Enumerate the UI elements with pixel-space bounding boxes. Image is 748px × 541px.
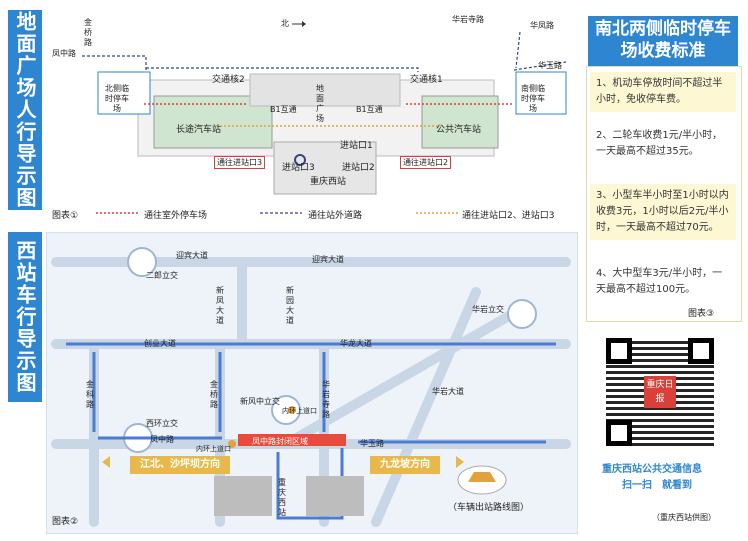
- jinqiao-road-2-label: 金桥路: [210, 380, 218, 409]
- fee-item-4: 4、大中型车3元/半小时，一天最高不超过100元。: [596, 268, 723, 295]
- legend-entrances: 通往进站口2、进站口3: [462, 211, 555, 221]
- qr-finder-bl: [606, 420, 632, 446]
- inner-ramp-2-label: 内环上道口: [196, 445, 231, 453]
- huayu-road-label: 华玉路: [538, 61, 562, 70]
- qr-line2: 扫一扫 就看到: [622, 480, 692, 491]
- huayansi-road-label: 华岩寺路: [322, 380, 330, 419]
- b1-south-label: B1互通: [356, 105, 383, 114]
- entrance2-label: 进站口2: [342, 163, 375, 173]
- yingbin-east-label: 迎宾大道: [312, 255, 344, 264]
- fee-item-3: 3、小型车半小时至1小时以内收费3元，1小时以后2元/半小时，一天最高不超过70…: [590, 184, 736, 240]
- huayu-road-2-label: 华玉路: [360, 439, 384, 448]
- chongqing-west-label: 重庆西站: [278, 478, 286, 517]
- hub1-label: 交通核1: [410, 75, 443, 85]
- plaza-map: [82, 21, 567, 214]
- xinfeng-avenue-label: 新凤大道: [216, 286, 224, 325]
- inner-ramp-1-label: 内环上道口: [282, 407, 317, 415]
- fee-item-2: 2、二轮车收费1元/半小时，一天最高不超过35元。: [596, 130, 723, 157]
- fee-tag: 图表③: [688, 309, 715, 319]
- fee-item-1: 1、机动车停放时间不超过半小时，免收停车费。: [590, 72, 736, 112]
- huafeng-road-label: 华凤路: [530, 21, 554, 30]
- long-bus-station-label: 长途汽车站: [176, 125, 222, 135]
- legend-tag-2: 图表②: [52, 517, 79, 527]
- section2-title: 西站车行导示图: [8, 232, 42, 402]
- entrance3-tag: 通往进站口3: [214, 156, 266, 169]
- legend-outside-road: 通往站外道路: [308, 211, 363, 221]
- qr-brand-logo: 重庆日报: [644, 376, 676, 408]
- north-parking-label: 北侧临时停车场: [105, 84, 129, 113]
- entrance1-label: 进站口1: [340, 141, 373, 151]
- jinqiao-road-label: 金桥路: [84, 18, 92, 47]
- huayan-interchange-label: 华岩立交: [472, 305, 504, 314]
- public-bus-station-label: 公共汽车站: [436, 125, 482, 135]
- huayan-temple-road-label: 华岩寺路: [452, 15, 484, 24]
- section1-title: 地面广场人行导示图: [8, 10, 42, 210]
- closed-zone-label: 凤中路封闭区域: [252, 437, 308, 446]
- car-route-note: （车辆出站路线图）: [448, 503, 530, 513]
- hualong-avenue-label: 华龙大道: [340, 339, 372, 348]
- dir-west-banner: 江北、沙坪坝方向: [130, 456, 230, 474]
- south-parking-label: 南侧临时停车场: [521, 84, 545, 113]
- fengzhong-road-2-label: 凤中路: [150, 435, 174, 444]
- jinke-road-label: 金科路: [86, 380, 94, 409]
- qr-finder-tl: [606, 338, 632, 364]
- qr-line1: 重庆西站公共交通信息: [602, 464, 702, 475]
- huayan-avenue-label: 华岩大道: [432, 387, 464, 396]
- legend-tag-1: 图表①: [52, 211, 79, 221]
- north-label: 北: [281, 19, 289, 28]
- chuangye-avenue-label: 创业大道: [144, 339, 176, 348]
- erlang-interchange-label: 二郎立交: [146, 271, 178, 280]
- entrance2-tag: 通往进站口2: [400, 156, 452, 169]
- photo-credit: （重庆西站供图）: [652, 513, 716, 522]
- vehicle-route-map: [46, 232, 578, 534]
- xinyuan-avenue-label: 新园大道: [286, 286, 294, 325]
- legend-outdoor-parking: 通往室外停车场: [144, 211, 208, 221]
- fengzhong-road-label: 凤中路: [52, 49, 76, 58]
- station-label: 重庆西站: [310, 177, 347, 187]
- yingbin-west-label: 迎宾大道: [176, 251, 208, 260]
- dir-east-banner: 九龙坡方向: [370, 456, 440, 474]
- hub2-label: 交通核2: [212, 75, 245, 85]
- xihuan-interchange-label: 西环立交: [146, 419, 178, 428]
- xinfengzhong-interchange-label: 新风中立交: [240, 397, 280, 406]
- qr-finder-tr: [688, 338, 714, 364]
- plaza-label: 地面广场: [316, 84, 324, 123]
- fee-panel-title: 南北两侧临时停车场收费标准: [588, 16, 738, 66]
- b1-north-label: B1互通: [270, 105, 297, 114]
- entrance3-label: 进站口3: [282, 163, 315, 173]
